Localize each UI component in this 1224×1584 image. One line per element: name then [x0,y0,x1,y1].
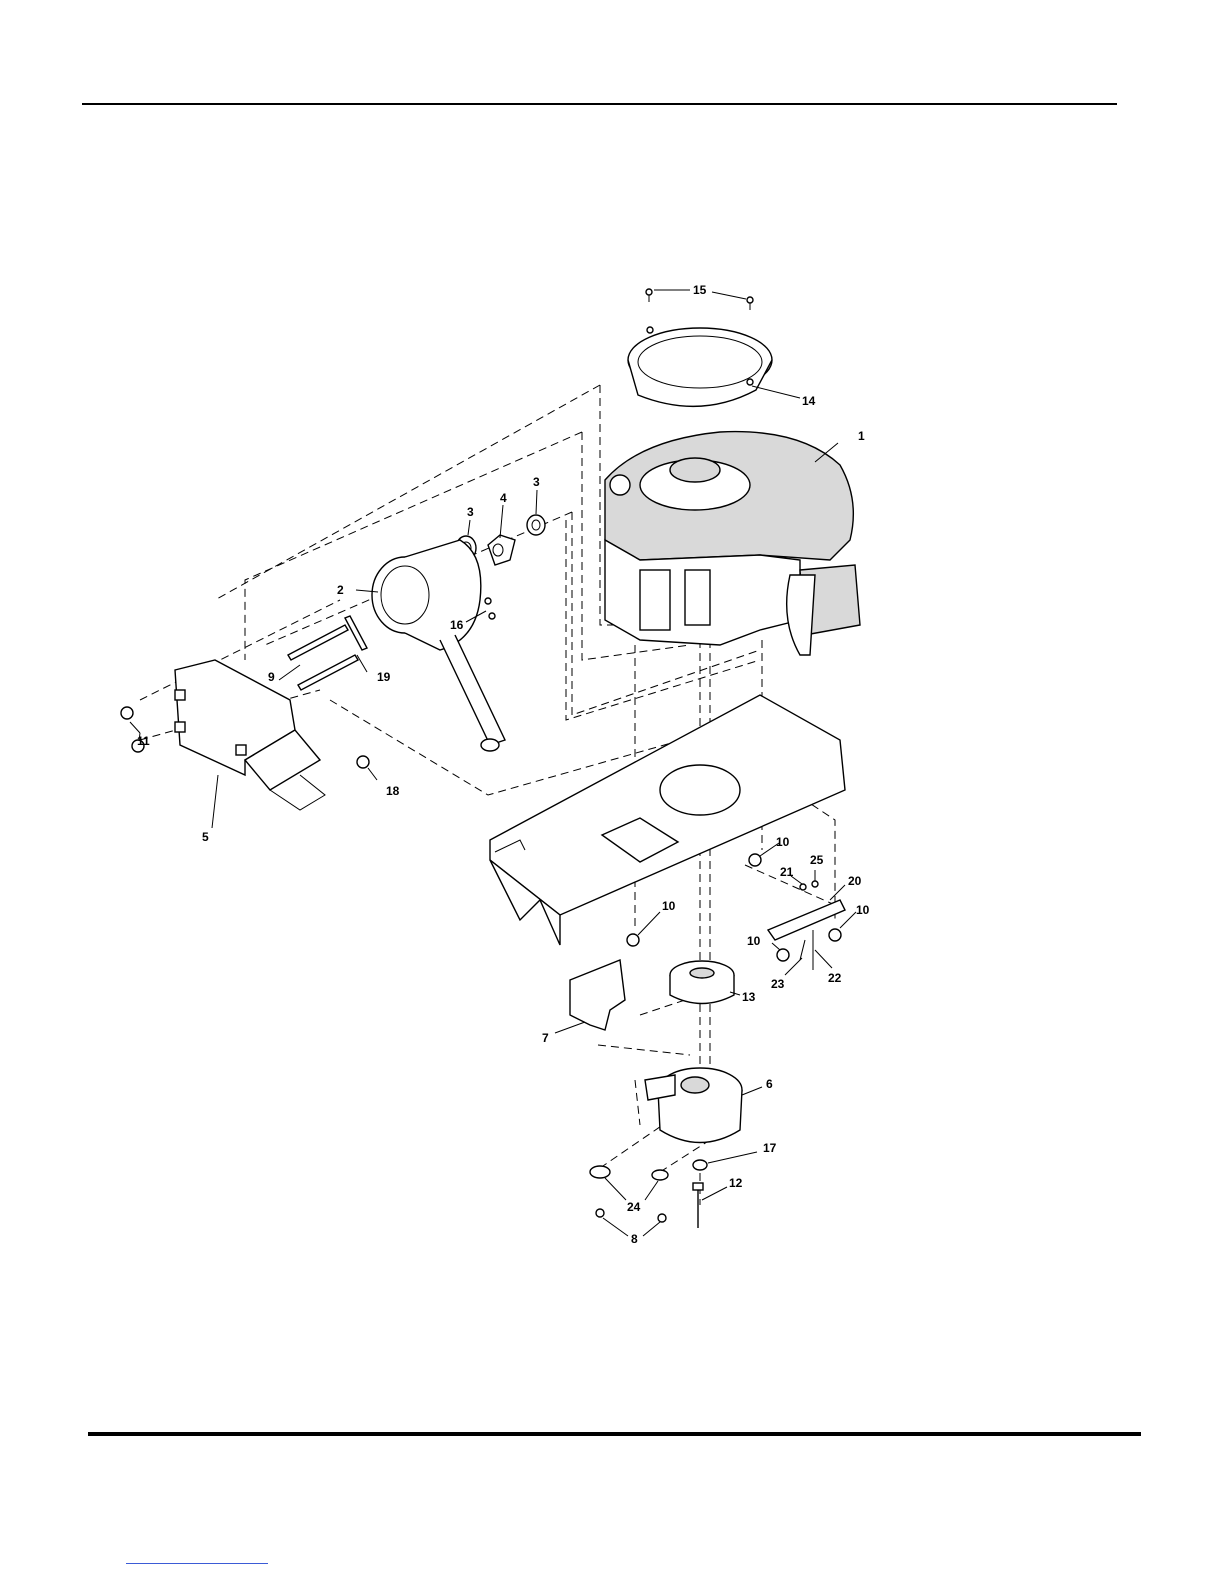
callout-25: 25 [810,853,824,867]
washer-17 [693,1160,707,1170]
callout-21: 21 [780,865,794,879]
bolt-12 [693,1183,703,1228]
callout-10: 10 [856,903,870,917]
screw-8-right [658,1214,666,1222]
pulley [670,961,734,1004]
gasket-3-right [527,515,545,535]
clutch-bracket [570,960,625,1030]
callout-10: 10 [776,835,790,849]
callout-2: 2 [337,583,344,597]
callout-8: 8 [631,1232,638,1246]
callout-12: 12 [729,1176,743,1190]
callout-7: 7 [542,1031,549,1045]
callout-5: 5 [202,830,209,844]
callout-10: 10 [747,934,761,948]
studs-9 [288,625,358,690]
callout-20: 20 [848,874,862,888]
engine [605,432,860,655]
footer-link-underline[interactable] [126,1563,268,1564]
air-filter-cover [628,327,772,406]
nut-21 [800,884,806,890]
washer-24-left [590,1166,610,1178]
callout-4: 4 [500,491,507,505]
callout-22: 22 [828,971,842,985]
callout-9: 9 [268,670,275,684]
callout-24: 24 [627,1200,641,1214]
screw-8-left [596,1209,604,1217]
nut-25 [812,881,818,887]
callout-13: 13 [742,990,756,1004]
callout-1: 1 [858,429,865,443]
callout-15: 15 [693,283,707,297]
callout-11: 11 [137,734,150,748]
clamp-19 [345,616,367,650]
callout-6: 6 [766,1077,773,1091]
electric-clutch [645,1068,742,1143]
bolts-16 [485,598,495,619]
callout-19: 19 [377,670,391,684]
muffler [372,540,505,751]
callout-17: 17 [763,1141,777,1155]
callout-16: 16 [450,618,464,632]
callout-14: 14 [802,394,816,408]
callout-3: 3 [533,475,540,489]
bolt-18 [357,756,369,768]
callout-10: 10 [662,899,676,913]
exhaust-flange-4 [488,535,515,565]
washer-24-right [652,1170,668,1180]
footer-rule [88,1432,1141,1436]
callout-23: 23 [771,977,785,991]
callout-3: 3 [467,505,474,519]
pin-23 [800,940,805,960]
callout-18: 18 [386,784,400,798]
